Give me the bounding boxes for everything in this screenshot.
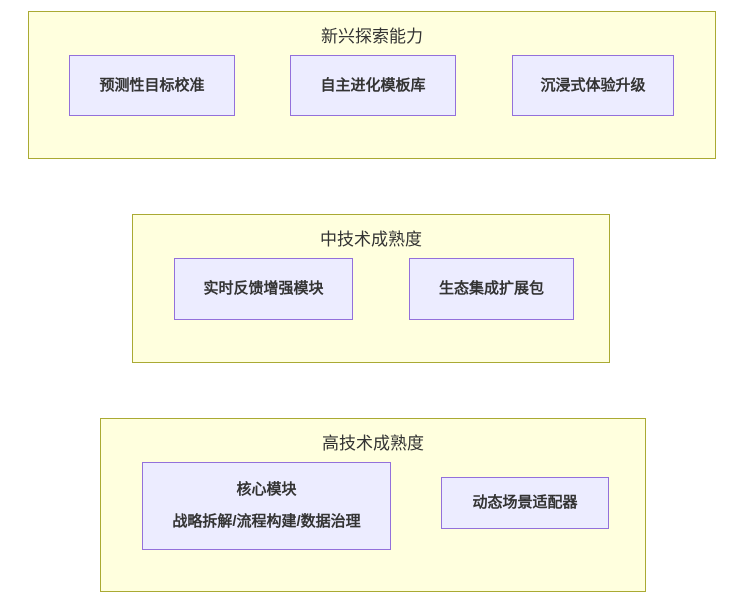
cluster-high-tech-maturity: 高技术成熟度 核心模块 战略拆解/流程构建/数据治理 动态场景适配器: [100, 418, 646, 592]
node-label: 实时反馈增强模块: [203, 280, 324, 297]
cluster-title: 新兴探索能力: [321, 27, 423, 46]
node-autonomous-evolution-template-library: 自主进化模板库: [290, 55, 456, 116]
cluster-title: 高技术成熟度: [322, 434, 424, 453]
cluster-emerging-exploration: 新兴探索能力 预测性目标校准 自主进化模板库 沉浸式体验升级: [28, 11, 716, 159]
node-label: 预测性目标校准: [99, 76, 205, 94]
node-realtime-feedback-enhancement-module: 实时反馈增强模块: [174, 258, 353, 320]
node-label: 生态集成扩展包: [438, 280, 544, 297]
cluster-medium-tech-maturity: 中技术成熟度 实时反馈增强模块 生态集成扩展包: [132, 214, 610, 363]
node-immersive-experience-upgrade: 沉浸式体验升级: [512, 55, 674, 116]
node-label: 核心模块: [236, 481, 297, 498]
node-ecosystem-integration-expansion-pack: 生态集成扩展包: [409, 258, 574, 320]
node-label: 自主进化模板库: [320, 76, 426, 94]
node-predictive-goal-calibration: 预测性目标校准: [69, 55, 235, 116]
node-dynamic-scene-adapter: 动态场景适配器: [441, 477, 609, 529]
node-label: 动态场景适配器: [472, 494, 578, 511]
node-label: 沉浸式体验升级: [540, 76, 646, 94]
node-core-module: 核心模块 战略拆解/流程构建/数据治理: [142, 462, 391, 550]
node-sublabel: 战略拆解/流程构建/数据治理: [172, 513, 361, 530]
cluster-title: 中技术成熟度: [320, 230, 422, 249]
